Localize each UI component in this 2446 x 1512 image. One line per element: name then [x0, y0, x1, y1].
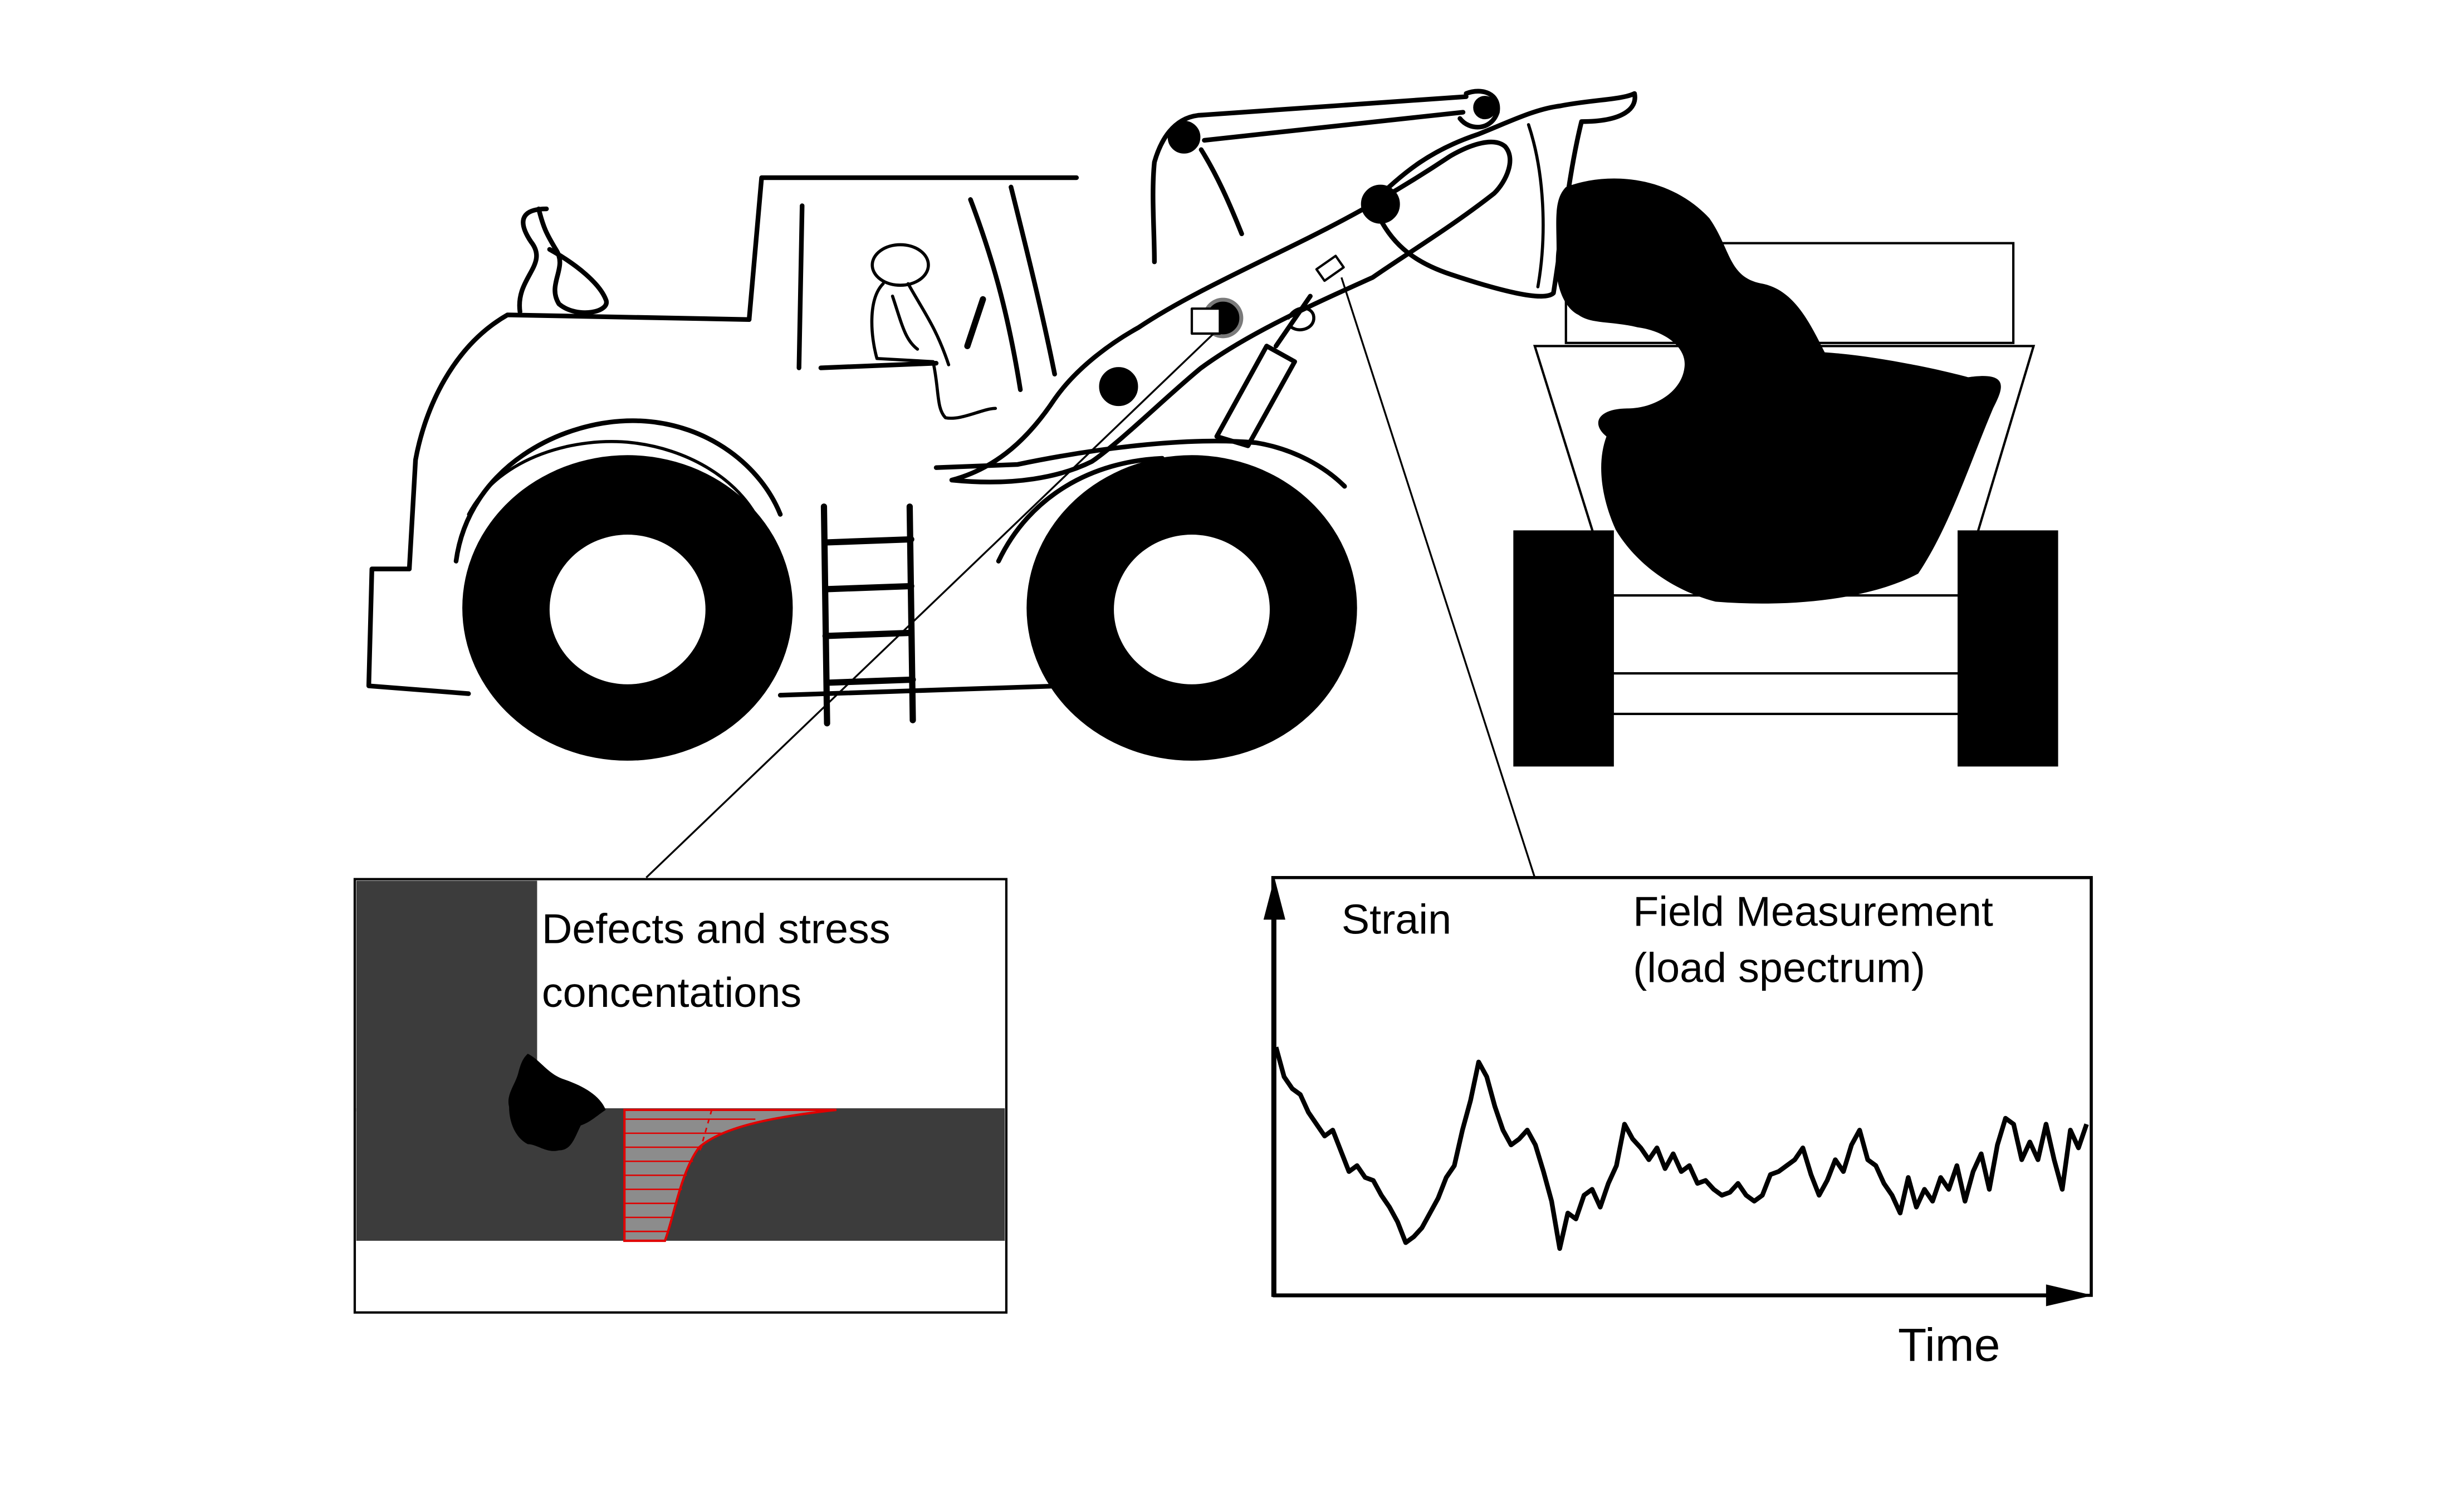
y-axis-label: Strain: [1342, 897, 1451, 943]
lift-arm: [949, 139, 1513, 485]
steering-lever: [964, 296, 986, 349]
spectrum-title-line2: (load spectrum): [1633, 945, 1925, 991]
cab-floor: [818, 360, 939, 370]
spectrum-panel-frame: [1271, 876, 2093, 1297]
truck-axle-bottom: [1611, 672, 1960, 716]
front-fender: [996, 456, 1165, 564]
spectrum-title-line1: Field Measurement: [1633, 889, 1993, 936]
cab-pillar-mid: [968, 197, 1023, 392]
rear-fender-inner: [467, 440, 757, 516]
defect-label-line1: Defects and stress: [542, 906, 891, 952]
bellcrank: [1457, 89, 1500, 130]
hood-outline: [407, 312, 752, 571]
bucket-pin: [1361, 184, 1400, 224]
y-axis-arrowhead: [1263, 877, 1285, 920]
operator-body: [870, 282, 997, 420]
wheel-loader: [366, 89, 1637, 727]
truck-right-wheel: [1958, 530, 2058, 767]
cab-pillar-front: [1009, 184, 1057, 376]
rear-wheel: [462, 455, 793, 761]
cylinder-pin: [1286, 306, 1315, 331]
dumped-material: [1555, 178, 2001, 604]
stress-arrows: [624, 1118, 756, 1232]
counterweight: [366, 566, 471, 696]
exhaust-pipe: [517, 206, 609, 315]
defect-label-line2: concentations: [542, 970, 801, 1016]
cab-pillar-rear: [796, 203, 805, 370]
operator-head: [870, 243, 930, 287]
bucket-rib: [1527, 123, 1545, 288]
x-axis-arrowhead: [2046, 1284, 2093, 1307]
stress-distribution: [623, 1108, 837, 1242]
loader-wheels: [462, 455, 1357, 761]
tilt-pin: [1167, 120, 1201, 154]
front-wheel: [1026, 455, 1357, 761]
vertical-plate: [356, 880, 537, 1112]
weld-defect-blob: [508, 1054, 606, 1151]
defect-callout-line: [645, 332, 1215, 879]
strain-gauge-marker: [1190, 307, 1221, 335]
spectrum-callout-line: [1341, 277, 1536, 878]
boom-pin: [1099, 367, 1138, 407]
lift-cylinder: [1214, 293, 1313, 448]
frame-base: [777, 683, 1064, 698]
spectrum-panel: Strain Field Measurement (load spectrum)…: [1263, 876, 2093, 1371]
bucket: [1370, 91, 1637, 299]
truck-left-wheel: [1513, 530, 1614, 767]
x-axis-label: Time: [1898, 1319, 2000, 1371]
cab-roof: [746, 175, 1079, 322]
callout-lines: [645, 277, 1536, 879]
sensor-marker: [1315, 255, 1345, 282]
strain-series-line: [1274, 1046, 2089, 1251]
ladder: [820, 503, 916, 727]
truck-axle-top: [1611, 594, 1960, 675]
link-pin: [1473, 96, 1497, 120]
defect-panel: Defects and stress concentations: [353, 878, 1008, 1314]
stress-dashed-line: [698, 1109, 713, 1154]
